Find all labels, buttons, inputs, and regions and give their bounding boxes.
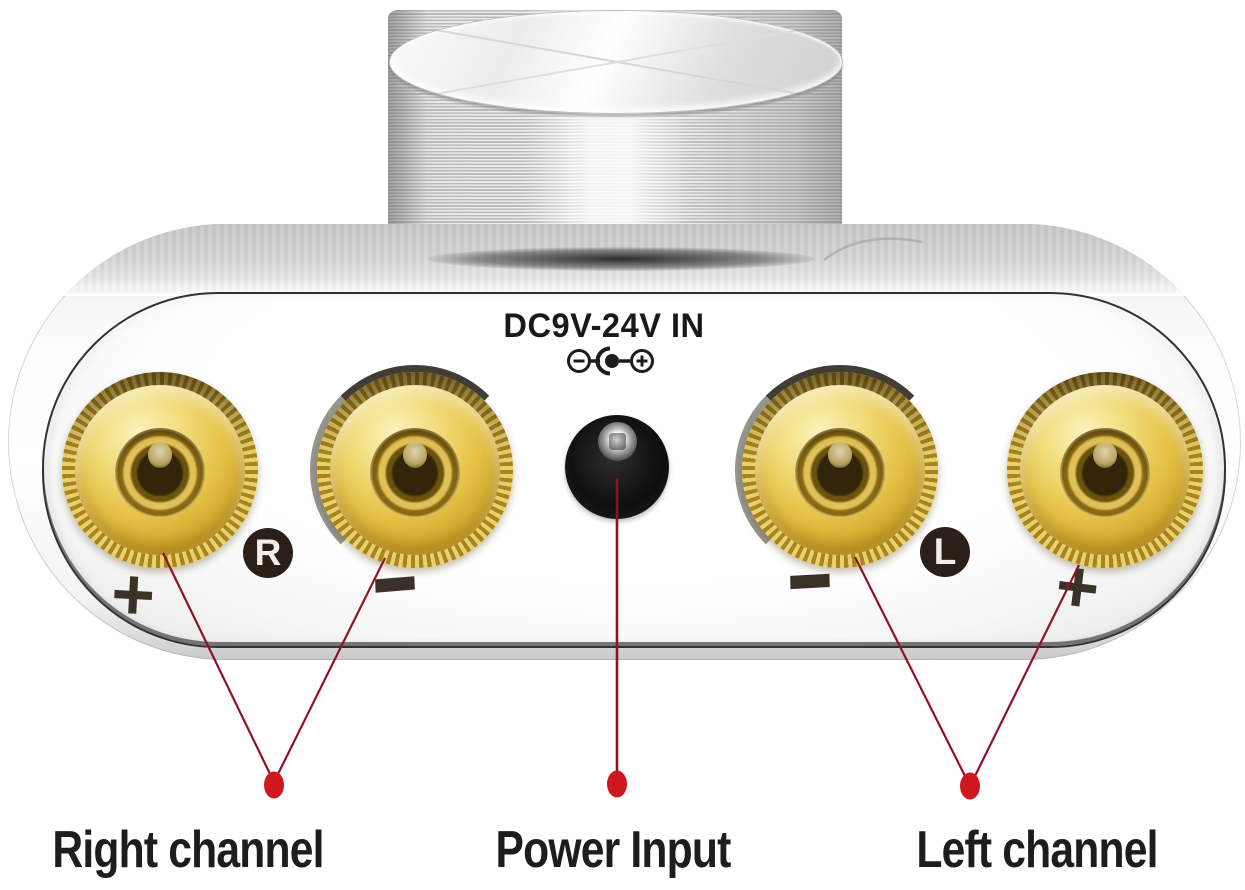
terminal-socket-hole — [1060, 428, 1150, 518]
knob-top-sheen-lines — [429, 28, 806, 96]
terminal-socket-hole — [115, 428, 205, 518]
terminal-socket-hole — [795, 428, 885, 518]
volume-knob — [388, 10, 843, 266]
right-channel-badge: R — [243, 528, 293, 578]
annotation-line-left-plus — [973, 564, 1080, 779]
annotation-dot-power-input — [607, 770, 627, 798]
binding-post-right-minus — [310, 365, 520, 575]
knob-top-face — [389, 10, 843, 114]
dc-jack-center-pin — [598, 422, 637, 461]
engraved-logo-mark — [823, 237, 923, 261]
power-input-spec-label: DC9V-24V IN — [503, 307, 705, 345]
left-channel-badge: L — [920, 527, 970, 577]
annotation-line-right-plus — [162, 552, 272, 777]
binding-post-right-plus — [62, 372, 258, 568]
annotation-dot-left-channel — [960, 772, 980, 800]
knob-base-shadow — [428, 247, 814, 271]
annotation-dot-right-channel — [264, 771, 284, 799]
caption-left-channel: Left channel — [916, 821, 1158, 879]
annotation-line-left-minus — [854, 556, 967, 779]
annotation-line-right-minus — [276, 557, 386, 777]
terminal-socket-hole — [370, 428, 460, 518]
binding-post-left-plus — [1007, 372, 1203, 568]
binding-post-left-minus — [735, 365, 945, 575]
dc-polarity-icon — [567, 346, 654, 376]
caption-power-input: Power Input — [495, 821, 732, 879]
caption-right-channel: Right channel — [52, 821, 324, 879]
